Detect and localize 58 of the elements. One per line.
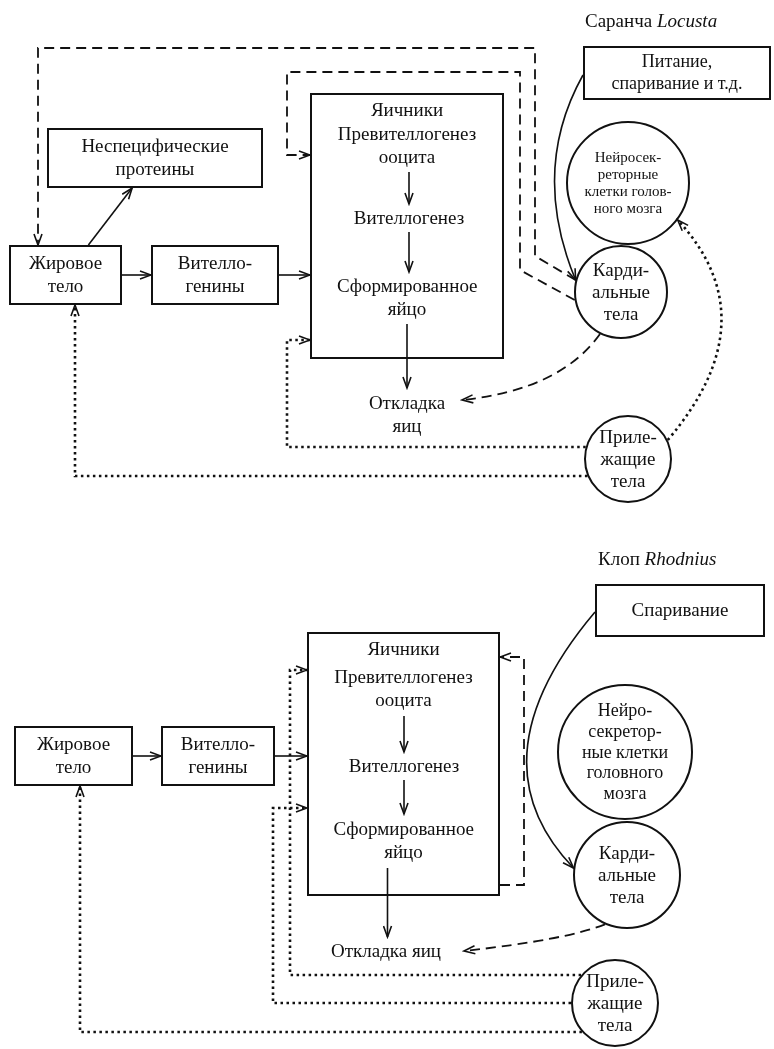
- box-label: Питание, спаривание и т.д.: [610, 51, 744, 95]
- gland-label: Карди- альные тела: [596, 842, 658, 908]
- arrow: [132, 751, 162, 761]
- species-label: Саранча Locusta: [585, 10, 718, 31]
- process-box: [14, 726, 133, 786]
- dashed-arrow: [33, 47, 577, 281]
- stage-label: Вителлогенез: [348, 754, 460, 778]
- arrow: [404, 171, 414, 205]
- stage-label: Превителлогенез ооцита: [333, 666, 474, 712]
- box-label: Жировое тело: [35, 733, 112, 779]
- dotted-arrow: [271, 803, 571, 1005]
- dashed-arrow: [286, 71, 576, 301]
- arrow: [87, 187, 133, 246]
- process-box: [161, 726, 275, 786]
- process-box: [151, 245, 279, 305]
- stage-label: Сформированное яйцо: [337, 275, 477, 321]
- arrow: [553, 74, 584, 281]
- box-label: Вителло- генины: [176, 252, 254, 298]
- box-label: Спаривание: [631, 599, 729, 622]
- ovary-box: [307, 632, 500, 896]
- arrow: [402, 323, 412, 389]
- dashed-arrow: [499, 652, 525, 886]
- arrow: [278, 270, 311, 280]
- arrow: [404, 231, 414, 273]
- ovary-box: [310, 93, 504, 359]
- arrow: [399, 779, 409, 815]
- arrow: [526, 611, 596, 869]
- dotted-arrow: [70, 304, 588, 478]
- box-heading: Яичники: [367, 638, 440, 661]
- gland-label: Нейро- секретор- ные клетки головного мозга: [580, 700, 670, 804]
- box-label: Жировое тело: [27, 252, 104, 298]
- gland-label: Приле- жащие тела: [598, 426, 658, 492]
- gland-label: Приле- жащие тела: [585, 970, 645, 1036]
- dashed-arrow: [463, 923, 606, 955]
- gland-label: Карди- альные тела: [590, 259, 652, 325]
- species-label: Клоп Rhodnius: [598, 548, 717, 569]
- arrow: [399, 715, 409, 753]
- arrow: [121, 270, 152, 280]
- arrow: [382, 867, 393, 938]
- box-label: Неспецифические протеины: [80, 135, 230, 181]
- box-label: Вителло- генины: [179, 733, 257, 779]
- process-box: [9, 245, 122, 305]
- process-box: [595, 584, 765, 637]
- gland-label: Нейросек- реторные клетки голов- ного мозга: [583, 148, 673, 218]
- dashed-arrow: [461, 333, 601, 404]
- arrow: [274, 751, 308, 761]
- dotted-arrow: [75, 785, 582, 1034]
- process-box: [47, 128, 263, 188]
- stage-label: Сформированное яйцо: [333, 818, 474, 864]
- stage-label: Превителлогенез ооцита: [336, 123, 478, 169]
- stage-label: Вителлогенез: [353, 206, 465, 230]
- box-heading: Яичники: [370, 99, 444, 122]
- stage-label: Откладка яиц: [367, 392, 447, 438]
- dotted-arrow: [666, 219, 723, 441]
- dotted-arrow: [285, 335, 586, 449]
- process-box: [583, 46, 771, 100]
- stage-label: Откладка яиц: [330, 939, 441, 963]
- dotted-arrow: [288, 665, 582, 977]
